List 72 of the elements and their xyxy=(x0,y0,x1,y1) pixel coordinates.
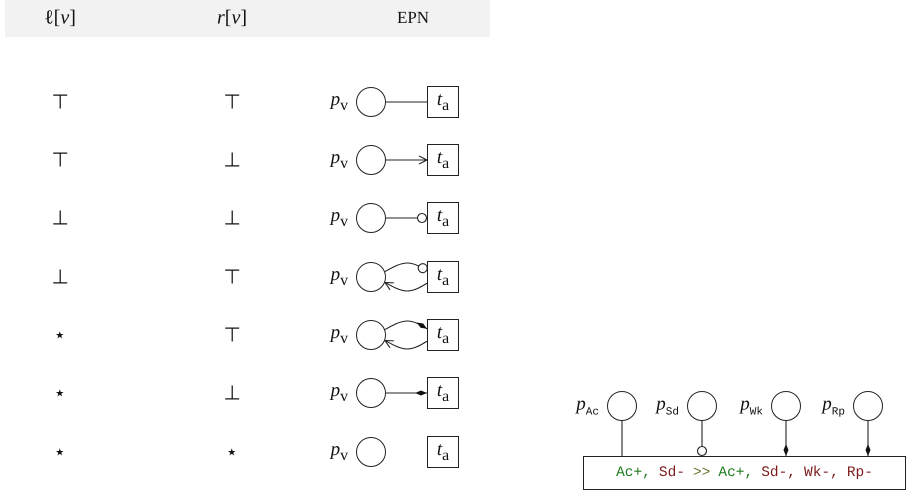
column-header: EPN xyxy=(396,8,430,28)
place-label: p$_{v}$ xyxy=(330,147,348,173)
place-label: p$_{v}$ xyxy=(330,439,348,465)
arc-line xyxy=(386,390,427,396)
table-cell-text: ⊥ xyxy=(224,206,240,230)
table-cell-text: ⋆ xyxy=(226,440,238,464)
column-header: ℓ[v] xyxy=(44,6,76,30)
place-label: p$_{Ac}$ xyxy=(576,394,599,418)
code-token: Wk-, xyxy=(804,465,839,481)
place-label: p$_{v}$ xyxy=(330,322,348,348)
arc-line xyxy=(696,421,708,456)
code-token: >> xyxy=(692,465,710,481)
code-token: Ac+, xyxy=(718,465,754,481)
transition-box xyxy=(427,436,459,468)
place-circle xyxy=(356,437,386,467)
table-cell-text: ⊥ xyxy=(52,206,68,230)
transition-label: t$_{a}$ xyxy=(436,147,450,173)
place-circle xyxy=(356,262,386,292)
place-circle xyxy=(853,391,883,421)
place-label: p$_{Wk}$ xyxy=(740,394,763,418)
transition-box xyxy=(427,319,459,351)
table-cell-text: ⊤ xyxy=(224,324,240,348)
arc-line xyxy=(621,421,623,456)
arc-line xyxy=(384,262,428,274)
place-circle xyxy=(771,391,801,421)
column-header: r[v] xyxy=(216,6,248,30)
transition-box xyxy=(427,202,459,234)
table-cell-text: ⊥ xyxy=(224,382,240,406)
transition-label: t$_{a}$ xyxy=(436,322,450,348)
place-circle xyxy=(356,203,386,233)
arrow xyxy=(384,282,428,292)
arrow xyxy=(384,340,428,350)
transition-label: t$_{a}$ xyxy=(436,205,450,231)
transition-box xyxy=(427,86,459,118)
place-circle xyxy=(356,145,386,175)
place-circle xyxy=(356,378,386,408)
place-label: p$_{v}$ xyxy=(330,205,348,231)
place-label: p$_{v}$ xyxy=(330,380,348,406)
table-cell-text: ⋆ xyxy=(54,382,66,406)
arc-line xyxy=(384,320,428,330)
table-cell-text: ⊤ xyxy=(52,148,68,172)
code-token: Rp- xyxy=(846,465,873,481)
table-cell-text: ⊤ xyxy=(224,266,240,290)
code-token: Sd-, xyxy=(761,465,796,481)
place-label: p$_{v}$ xyxy=(330,89,348,115)
table-cell-text: ⊤ xyxy=(52,90,68,114)
arc-line xyxy=(866,421,870,456)
transition-box xyxy=(427,144,459,176)
table-cell-text: ⋆ xyxy=(54,324,66,348)
place-circle xyxy=(607,391,637,421)
code-token: Ac+, xyxy=(616,465,651,481)
table-cell-text: ⊤ xyxy=(224,90,240,114)
arc-line xyxy=(386,101,427,103)
place-label: p$_{Sd}$ xyxy=(656,394,679,418)
arrow xyxy=(386,155,428,165)
table-cell-text: ⋆ xyxy=(54,440,66,464)
transition-label: t$_{a}$ xyxy=(436,439,450,465)
code-token: Sd- xyxy=(658,465,685,481)
transition-label: t$_{a}$ xyxy=(436,89,450,115)
table-cell-text: ⊥ xyxy=(224,148,240,172)
arc-line xyxy=(386,212,428,224)
place-circle xyxy=(687,391,717,421)
place-label: p$_{v}$ xyxy=(330,264,348,290)
transition-box xyxy=(427,377,459,409)
table-cell-text: ⊥ xyxy=(52,266,68,290)
transition-label: t$_{a}$ xyxy=(436,380,450,406)
transition-label: t$_{a}$ xyxy=(436,264,450,290)
arc-line xyxy=(784,421,788,456)
place-label: p$_{Rp}$ xyxy=(822,394,845,418)
place-circle xyxy=(356,87,386,117)
place-circle xyxy=(356,320,386,350)
transition-box xyxy=(427,261,459,293)
